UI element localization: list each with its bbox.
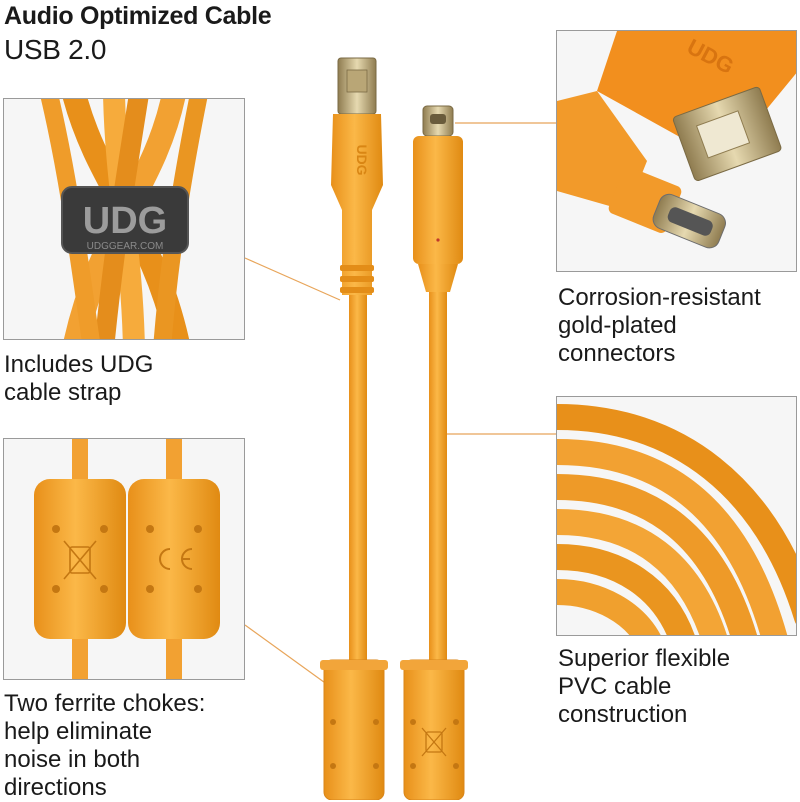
ferrite-choke-left [320,659,388,800]
leader-line-strap [244,257,341,301]
caption-connectors-line-2: gold-plated [558,312,677,339]
usb-c-plug [608,166,726,249]
caption-strap: Includes UDG cable strap [4,351,153,407]
caption-chokes: Two ferrite chokes: help eliminate noise… [4,690,205,802]
chokes-photo [4,439,244,679]
caption-pvc-line-2: PVC cable [558,673,672,700]
caption-pvc-line-1: Superior flexible [558,645,731,672]
caption-connectors: Corrosion-resistant gold-plated connecto… [558,284,761,368]
connectors-photo: UDG [557,31,796,271]
usb-c-connector [413,105,463,292]
feature-panel-connectors: UDG [556,30,797,272]
cable-strap [62,187,188,253]
usb-b-connector: UDG [331,57,383,295]
caption-strap-line-1: Includes UDG [4,351,154,378]
strap-logo-text: UDG [83,200,167,242]
feature-panel-pvc [556,396,797,636]
weee-bin-icon-large [63,540,97,580]
caption-pvc-line-3: construction [558,701,688,728]
page-title: Audio Optimized Cable [4,2,272,30]
strap-photo: UDG UDGGEAR.COM [4,99,244,339]
caption-chokes-line-1: Two ferrite chokes: [4,690,206,717]
weee-bin-icon [421,727,447,757]
caption-chokes-line-2: help eliminate [4,718,153,745]
pvc-cable-photo [557,397,796,635]
leader-line-chokes [244,624,329,686]
caption-pvc: Superior flexible PVC cable construction [558,645,730,729]
strap-url-text: UDGGEAR.COM [87,241,164,252]
plug-logo-text: UDG [354,144,370,175]
caption-chokes-line-3: noise in both [4,746,141,773]
page-subtitle: USB 2.0 [4,34,107,65]
caption-chokes-line-4: directions [4,774,107,801]
caption-connectors-line-1: Corrosion-resistant [558,284,761,311]
ferrite-choke-right [400,659,468,800]
caption-connectors-line-3: connectors [558,340,676,367]
ce-mark-icon [159,548,193,570]
usb-b-plug [672,86,782,181]
feature-panel-strap: UDG UDGGEAR.COM [3,98,245,340]
caption-strap-line-2: cable strap [4,379,122,406]
cable-b [349,295,367,660]
cable-c [429,292,447,660]
feature-panel-chokes [3,438,245,680]
